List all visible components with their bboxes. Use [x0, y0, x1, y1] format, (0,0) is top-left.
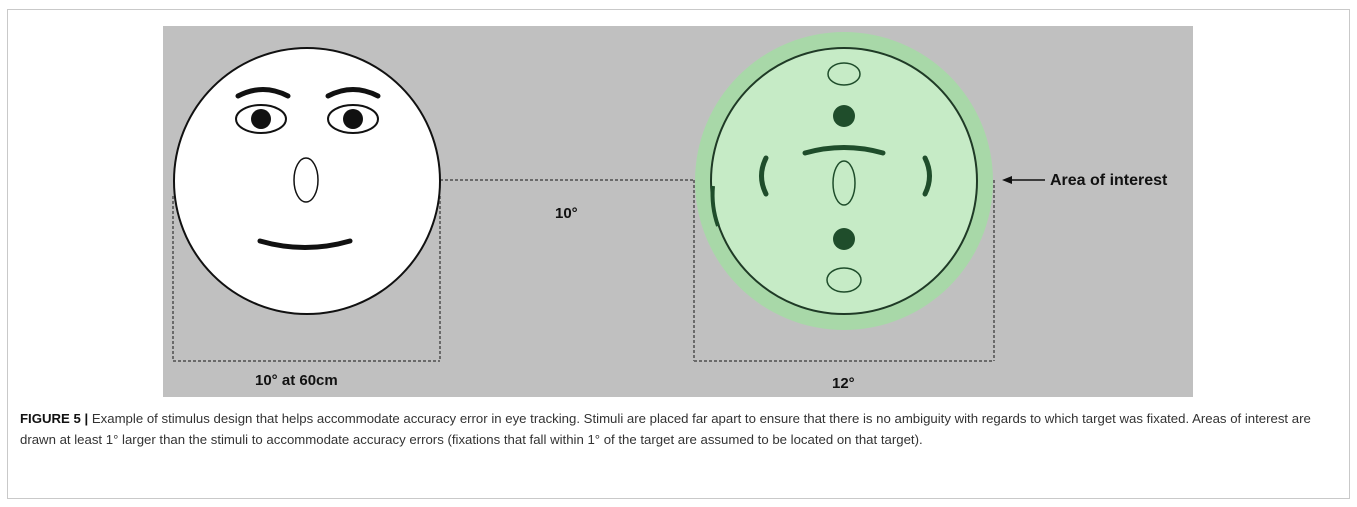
- separation-label: 10°: [555, 205, 578, 222]
- right-width-label: 12°: [832, 375, 855, 392]
- aoi-label: Area of interest: [1050, 172, 1168, 189]
- right-bracket: [922, 155, 932, 197]
- left-pupil: [251, 109, 271, 129]
- upper-dot: [833, 105, 855, 127]
- left-bracket: [759, 155, 769, 197]
- figure-label: FIGURE 5 |: [20, 411, 89, 426]
- right-pupil: [343, 109, 363, 129]
- caption-text: Example of stimulus design that helps ac…: [20, 411, 1311, 447]
- bottom-ellipse: [826, 267, 862, 293]
- face-stimulus: [173, 47, 441, 315]
- stimulus-diagram: Area of interest 10° 10° at 60cm 12°: [172, 32, 1168, 392]
- right-eyebrow: [325, 87, 381, 99]
- stimulus-panel: Area of interest 10° 10° at 60cm 12°: [163, 26, 1193, 397]
- left-eyebrow: [235, 87, 291, 99]
- mouth: [257, 238, 353, 250]
- scrambled-face-stimulus: [695, 32, 993, 330]
- left-dimension-lines: [172, 179, 694, 362]
- center-ellipse: [832, 160, 856, 206]
- edge-arc: [710, 185, 720, 227]
- right-dimension-lines: [693, 180, 995, 362]
- brow-arc: [802, 145, 886, 156]
- top-ellipse: [827, 62, 861, 86]
- aoi-arrow: [1002, 176, 1045, 184]
- figure-caption: FIGURE 5 | Example of stimulus design th…: [20, 408, 1340, 450]
- lower-dot: [833, 228, 855, 250]
- nose: [293, 157, 319, 203]
- left-width-label: 10° at 60cm: [255, 372, 338, 389]
